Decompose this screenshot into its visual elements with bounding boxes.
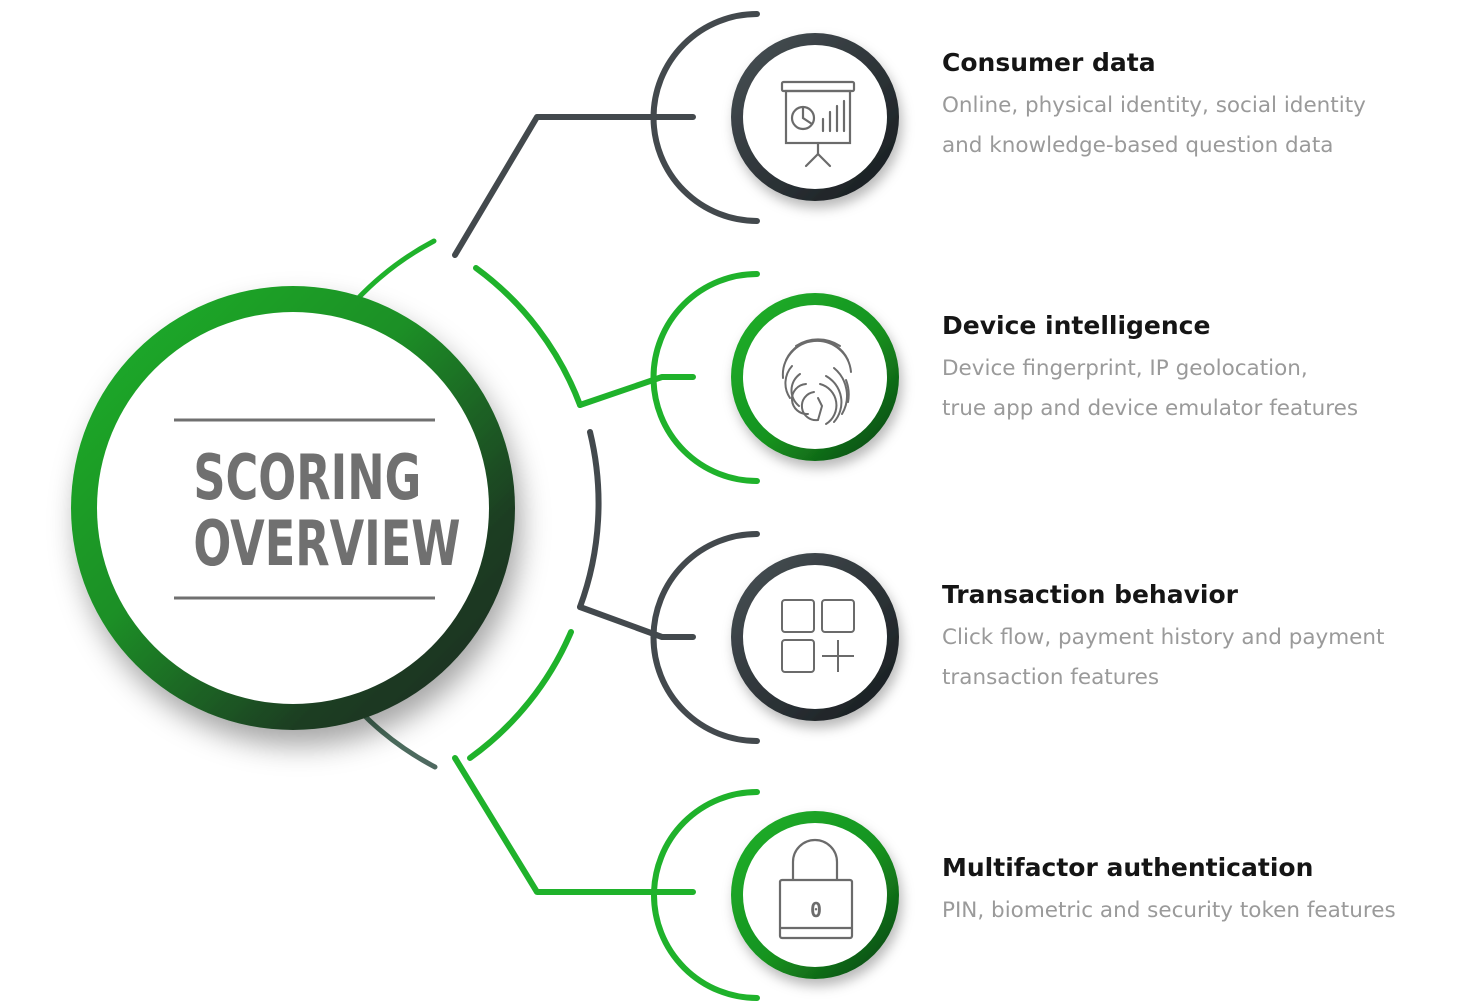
item-description: Online, physical identity, social identi… [942, 86, 1472, 166]
item-title: Multifactor authentication [942, 853, 1314, 882]
item-title: Consumer data [942, 48, 1156, 77]
item-device-intelligence: Device intelligence Device fingerprint, … [942, 311, 1472, 429]
node-transaction-behavior [650, 531, 899, 744]
connector-multifactor-auth [452, 755, 696, 895]
right-arc-green-top [473, 265, 583, 408]
item-multifactor-auth: Multifactor authentication PIN, biometri… [942, 853, 1472, 931]
hub-title-line-2: OVERVIEW [193, 507, 461, 580]
node-device-intelligence [650, 271, 899, 484]
item-description-line: Online, physical identity, social identi… [942, 93, 1366, 118]
central-hub [71, 286, 515, 730]
item-description: Device fingerprint, IP geolocation, true… [942, 349, 1472, 429]
item-consumer-data: Consumer data Online, physical identity,… [942, 48, 1472, 166]
item-description-line: Device fingerprint, IP geolocation, [942, 356, 1308, 381]
node-multifactor-auth: 0 [651, 789, 899, 1001]
connector-consumer-data [452, 114, 696, 258]
item-description-line: true app and device emulator features [942, 396, 1359, 421]
fingerprint-icon [781, 338, 852, 425]
item-transaction-behavior: Transaction behavior Click flow, payment… [942, 580, 1472, 698]
item-title: Transaction behavior [942, 580, 1238, 609]
padlock-icon [778, 838, 854, 940]
item-description: Click flow, payment history and payment … [942, 618, 1472, 698]
right-arc-green-bottom [467, 629, 574, 761]
connector-device-intelligence [577, 374, 696, 408]
item-title: Device intelligence [942, 311, 1211, 340]
padlock-code-text: 0 [810, 898, 822, 922]
apps-add-icon [781, 599, 855, 673]
hub-title: SCORING OVERVIEW [193, 441, 461, 580]
connector-transaction-behavior [577, 604, 696, 640]
item-description-line: Click flow, payment history and payment [942, 625, 1385, 650]
item-description: PIN, biometric and security token featur… [942, 891, 1472, 931]
hub-title-line-1: SCORING [193, 441, 422, 514]
item-description-line: transaction features [942, 665, 1160, 690]
node-consumer-data [650, 11, 899, 224]
item-description-line: PIN, biometric and security token featur… [942, 898, 1396, 923]
right-arc-dark-middle [577, 429, 602, 610]
item-description-line: and knowledge-based question data [942, 133, 1334, 158]
presentation-chart-icon [780, 80, 856, 168]
